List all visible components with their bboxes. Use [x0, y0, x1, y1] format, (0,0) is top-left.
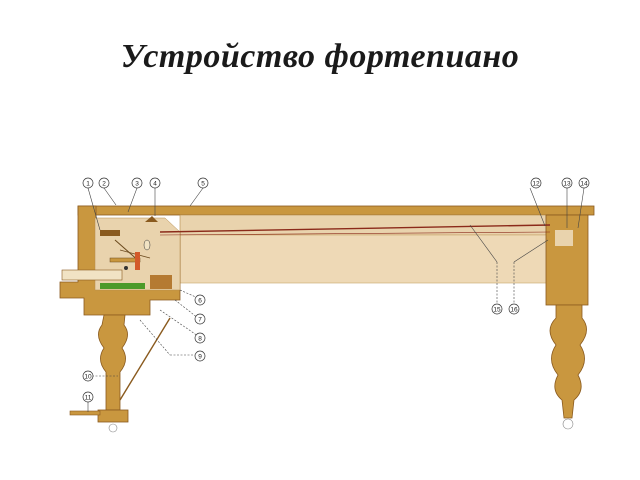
- page-title: Устройство фортепиано: [120, 38, 520, 75]
- callout-9: 9: [194, 350, 206, 362]
- svg-text:8: 8: [198, 336, 202, 343]
- piano-strings: [159, 224, 551, 236]
- callout-13: 13: [561, 177, 573, 189]
- callout-3: 3: [131, 177, 143, 189]
- callouts: 1 2 3 4 5 6 7 8 9 10 11 12 13 14 15 16: [82, 177, 590, 403]
- svg-text:3: 3: [135, 181, 139, 188]
- callout-11: 11: [82, 391, 94, 403]
- left-leg: [69, 314, 171, 433]
- callout-16: 16: [508, 303, 520, 315]
- svg-text:5: 5: [201, 181, 205, 188]
- callout-14: 14: [578, 177, 590, 189]
- svg-text:9: 9: [198, 354, 202, 361]
- svg-text:13: 13: [563, 181, 571, 188]
- callout-1: 1: [82, 177, 94, 189]
- svg-text:10: 10: [84, 374, 92, 381]
- svg-text:12: 12: [532, 181, 540, 188]
- callout-12: 12: [530, 177, 542, 189]
- callout-6: 6: [194, 294, 206, 306]
- svg-text:2: 2: [102, 181, 106, 188]
- svg-text:4: 4: [153, 181, 157, 188]
- leader-lines: [87, 187, 585, 412]
- callout-4: 4: [149, 177, 161, 189]
- callout-8: 8: [194, 332, 206, 344]
- svg-text:6: 6: [198, 298, 202, 305]
- callout-10: 10: [82, 370, 94, 382]
- callout-15: 15: [491, 303, 503, 315]
- action-mechanism: [100, 216, 158, 270]
- callout-5: 5: [197, 177, 209, 189]
- svg-text:16: 16: [510, 307, 518, 314]
- svg-text:1: 1: [86, 181, 90, 188]
- svg-text:14: 14: [580, 181, 588, 188]
- callout-2: 2: [98, 177, 110, 189]
- svg-text:7: 7: [198, 317, 202, 324]
- right-leg: [549, 304, 587, 430]
- svg-text:11: 11: [85, 395, 92, 402]
- svg-text:15: 15: [493, 307, 501, 314]
- callout-7: 7: [194, 313, 206, 325]
